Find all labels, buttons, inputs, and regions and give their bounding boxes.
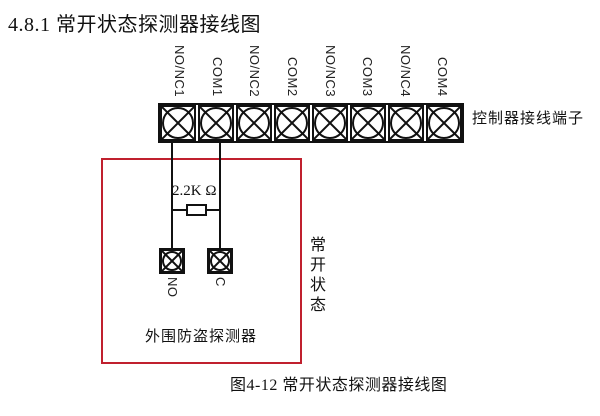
terminal-symbol-icon [236,105,272,141]
detector-terminal-c-icon [207,248,233,274]
terminal-label: COM3 [360,57,375,97]
terminal-label: NO/NC1 [172,44,187,97]
terminal-label: COM2 [285,57,300,97]
resistor-symbol [186,204,207,216]
resistor-value-label: 2.2K Ω [172,183,217,199]
terminal-symbol-icon [274,105,310,141]
terminal-label: NO/NC4 [398,44,413,97]
figure-caption: 图4-12 常开状态探测器接线图 [230,377,448,394]
terminal-symbol-icon [426,105,462,141]
detector-boundary-box [101,158,302,364]
detector-name-label: 外围防盗探测器 [145,329,258,345]
terminal-symbol-icon [198,105,234,141]
wire-com1 [219,142,221,248]
detector-terminal-no-label: NO [165,277,180,298]
state-label: 常开状态 [310,237,327,314]
terminal-label: COM1 [210,57,225,97]
terminal-symbol-icon [312,105,348,141]
terminal-label: NO/NC2 [247,44,262,97]
terminal-label: NO/NC3 [323,44,338,97]
page-title: 4.8.1 常开状态探测器接线图 [8,14,261,36]
detector-terminal-no-icon [159,248,185,274]
controller-terminal-label: 控制器接线端子 [472,111,585,127]
terminal-symbol-icon [388,105,424,141]
wire-nonc1 [171,142,173,248]
terminal-symbol-icon [350,105,386,141]
terminal-label: COM4 [435,57,450,97]
terminal-block [158,103,464,143]
terminal-symbol-icon [160,105,196,141]
detector-terminal-c-label: C [213,277,228,287]
